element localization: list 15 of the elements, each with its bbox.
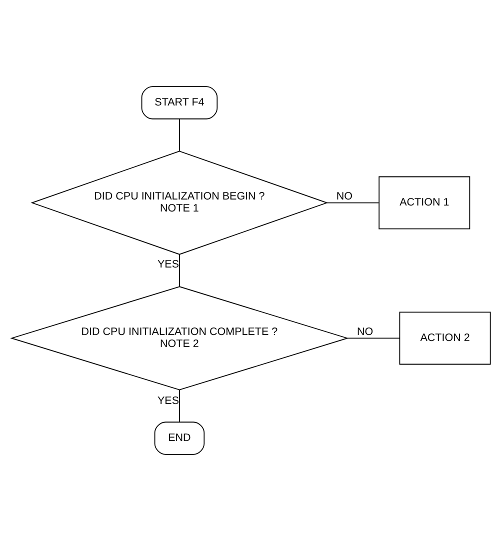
node-diamond: DID CPU INITIALIZATION COMPLETE ? NOTE 2 [10,286,349,390]
connector [179,254,180,287]
connector [179,390,180,422]
edge-label: NO [336,190,352,203]
node-box: ACTION 1 [378,176,470,230]
edge-label: YES [158,394,180,407]
node-diamond: DID CPU INITIALIZATION BEGIN ? NOTE 1 [30,150,328,255]
edge-label: YES [158,258,180,271]
connector [326,202,380,204]
connector [179,118,180,152]
node-box: END [154,422,205,455]
node-box: START F4 [141,86,218,120]
connector [347,338,400,339]
edge-label: NO [357,326,374,338]
node-box: ACTION 2 [399,312,491,365]
